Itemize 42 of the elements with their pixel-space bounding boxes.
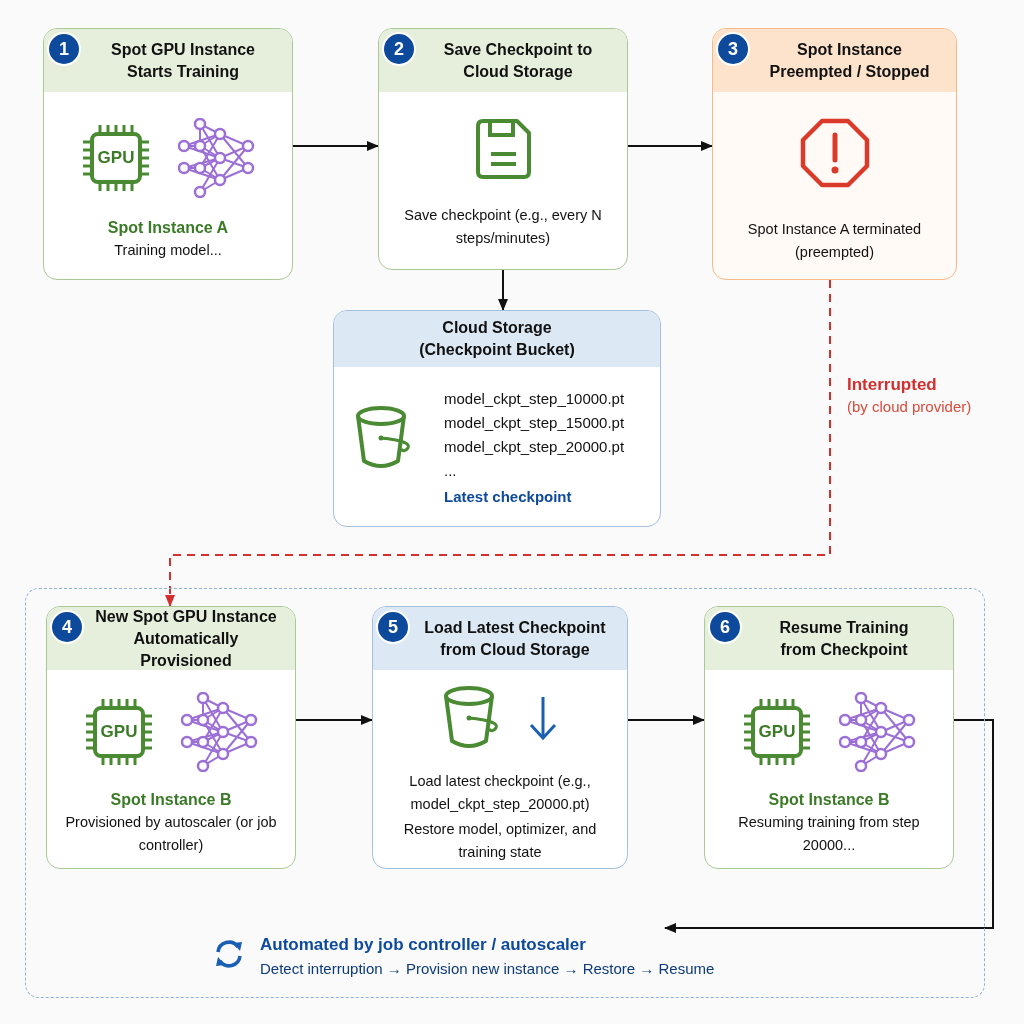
card-title: Cloud Storage (Checkpoint Bucket) bbox=[418, 318, 576, 360]
step-card bbox=[46, 606, 296, 869]
description-text: Resuming training from step 20000... bbox=[737, 813, 921, 855]
dashed-arrow bbox=[165, 279, 831, 607]
instance-name: Spot Instance A bbox=[106, 218, 230, 238]
chip-label: GPU bbox=[99, 721, 139, 743]
highlight-text: Latest checkpoint bbox=[444, 487, 573, 507]
description-text: Provisioned by autoscaler (or job controller) bbox=[64, 813, 278, 855]
group-description: Detect interruption → Provision new instance → Restore → Resume bbox=[260, 959, 715, 979]
arrow bbox=[292, 141, 379, 151]
instance-name: Spot Instance B bbox=[767, 790, 891, 810]
card-title: Save Checkpoint to Cloud Storage bbox=[442, 39, 594, 82]
file-name: ... bbox=[444, 461, 458, 481]
arrow bbox=[627, 141, 713, 151]
file-name: model_ckpt_step_20000.pt bbox=[444, 437, 625, 457]
arrow bbox=[664, 719, 994, 933]
card-title: Spot Instance Preempted / Stopped bbox=[768, 39, 931, 82]
description-text: Save checkpoint (e.g., every N steps/minutes) bbox=[403, 206, 603, 248]
arrow bbox=[627, 715, 705, 725]
description-text: Load latest checkpoint (e.g., model_ckpt_step_20000.pt) bbox=[408, 772, 592, 814]
chip-label: GPU bbox=[757, 721, 797, 743]
step-card bbox=[704, 606, 954, 869]
step-card bbox=[378, 28, 628, 270]
description-text: Training model... bbox=[113, 241, 223, 260]
card-title: Load Latest Checkpoint from Cloud Storage bbox=[423, 617, 607, 660]
arrow bbox=[295, 715, 373, 725]
automation-group bbox=[25, 588, 985, 998]
step-card bbox=[372, 606, 628, 869]
description-text: Restore model, optimizer, and training state bbox=[402, 820, 598, 862]
card-title: Spot GPU Instance Starts Training bbox=[110, 39, 256, 82]
instance-name: Spot Instance B bbox=[109, 790, 233, 810]
file-name: model_ckpt_step_10000.pt bbox=[444, 389, 625, 409]
arrow bbox=[498, 269, 508, 311]
file-name: model_ckpt_step_15000.pt bbox=[444, 413, 625, 433]
step-card bbox=[712, 28, 957, 280]
storage-card bbox=[333, 310, 661, 527]
step-card bbox=[43, 28, 293, 280]
card-title: New Spot GPU Instance Automatically Provisioned bbox=[94, 607, 278, 671]
chip-label: GPU bbox=[96, 147, 136, 169]
card-title: Resume Training from Checkpoint bbox=[778, 617, 910, 660]
description-text: Spot Instance A terminated (preempted) bbox=[746, 220, 923, 262]
group-title: Automated by job controller / autoscaler bbox=[260, 934, 586, 956]
